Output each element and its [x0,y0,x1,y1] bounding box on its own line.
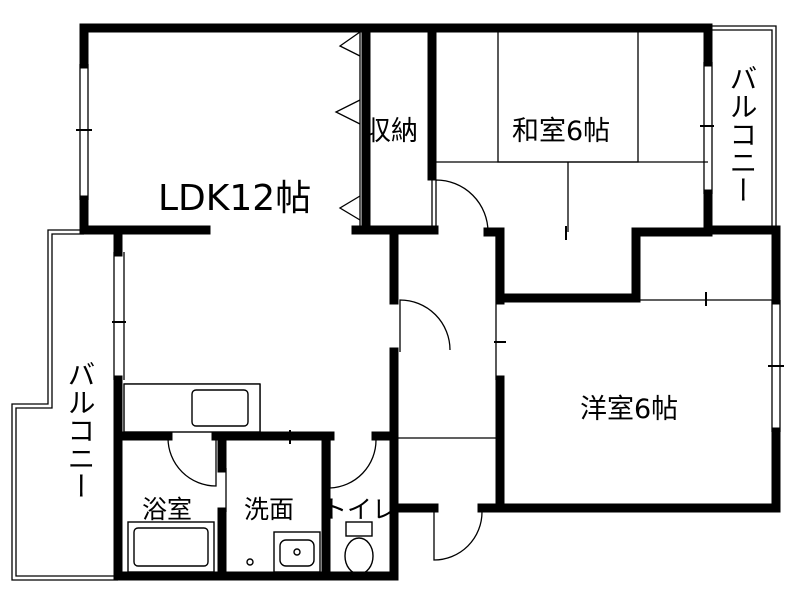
door-swings [167,179,489,561]
washbasin [246,531,321,573]
label-toilet: トイレ [322,495,397,524]
walls [79,23,781,581]
balcony-left-outline [11,229,118,581]
windows [79,62,781,432]
label-balcony-right: バルコニー [726,64,759,204]
closet-doors [334,31,361,228]
label-ldk: LDK12帖 [158,178,311,219]
tatami-lines [434,32,708,232]
bathtub [127,521,215,573]
label-yoshitsu: 洋室6帖 [580,394,678,425]
label-washitsu: 和室6帖 [512,116,610,147]
cross-marks [76,125,784,444]
label-balcony-left: バルコニー [64,360,97,500]
toilet-fixture [344,521,374,575]
label-washroom: 洗面 [244,495,294,524]
kitchen-counter [123,383,261,433]
label-storage: 収納 [364,116,418,147]
label-bath: 浴室 [142,495,192,524]
